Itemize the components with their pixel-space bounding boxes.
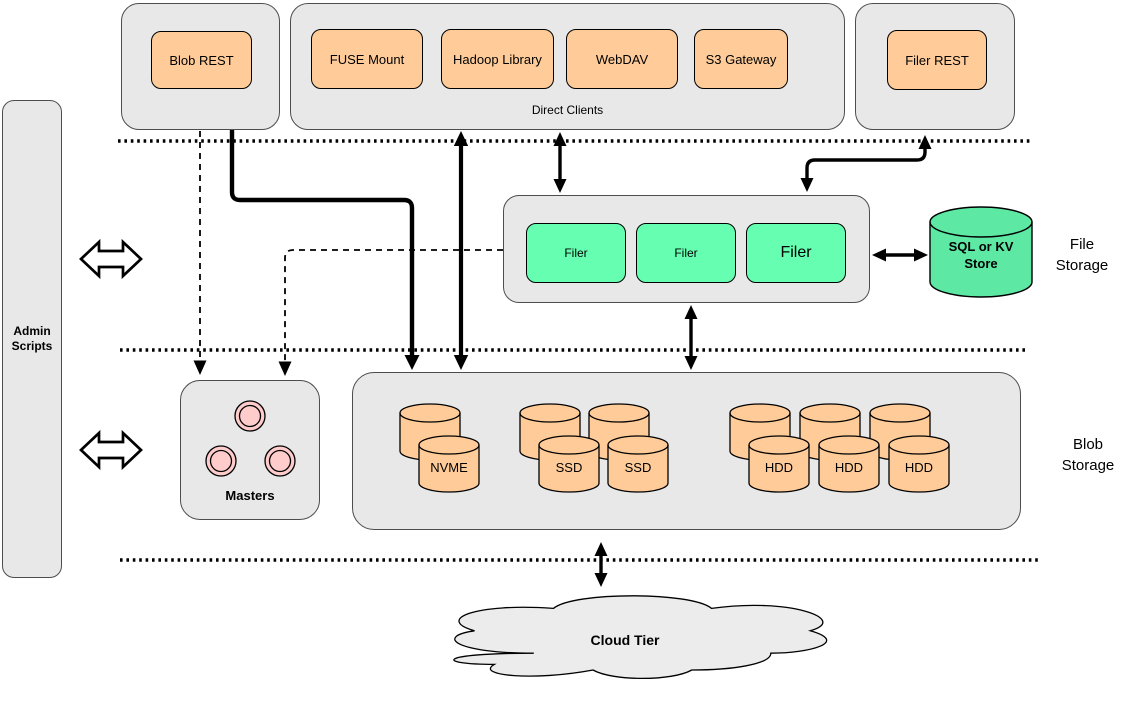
s3-gateway-node: S3 Gateway [694,29,788,89]
hadoop-library-node: Hadoop Library [441,29,554,89]
filer-node-3: Filer [746,223,846,283]
blob-storage-container [352,372,1021,530]
cloud-tier-label: Cloud Tier [590,632,660,648]
arrow-blobrest-masters-dashed [193,131,207,375]
direct-clients-label: Direct Clients [531,103,604,117]
admin-filer-layer-arrow [79,238,143,280]
filer-rest-node: Filer REST [887,30,987,90]
fuse-mount-label: FUSE Mount [329,51,405,67]
arrow-filerrest-filers [800,135,932,192]
filer-rest-container: Filer REST [855,3,1015,130]
hdd-label-3: HDD [904,460,934,475]
masters-label: Masters [225,488,275,503]
direct-clients-container: FUSE Mount Hadoop Library WebDAV S3 Gate… [290,3,845,130]
nvme-label: NVME [430,460,468,475]
fuse-mount-node: FUSE Mount [311,29,423,89]
arrow-directclients-filers [553,132,567,193]
arrow-blobstorage-cloudtier [594,542,608,587]
blob-rest-container: Blob REST [121,3,280,130]
filer-label-1: Filer [564,246,588,260]
hdd-label-2: HDD [834,460,864,475]
blob-rest-label: Blob REST [169,52,234,68]
kvstore-label: SQL or KV Store [948,239,1014,271]
hdd-label-1: HDD [764,460,794,475]
admin-scripts-label: Admin Scripts [11,324,53,353]
filer-rest-label: Filer REST [905,52,969,68]
webdav-node: WebDAV [566,29,678,89]
s3-gateway-label: S3 Gateway [705,51,777,67]
admin-blob-layer-arrow [79,429,143,471]
filer-node-1: Filer [526,223,626,283]
filer-label-2: Filer [674,246,698,260]
filer-node-2: Filer [636,223,736,283]
ssd-label-1: SSD [555,460,583,475]
hadoop-library-label: Hadoop Library [453,51,542,67]
file-storage-section-label: File Storage [1055,236,1109,274]
blob-storage-section-label: Blob Storage [1061,436,1115,474]
filer-group-container: Filer Filer Filer [503,195,870,303]
arrow-blobrest-to-blobstorage [229,130,420,370]
filer-label-3: Filer [780,244,812,261]
blob-rest-node: Blob REST [151,31,252,89]
arrow-directclients-blobstorage [453,131,469,370]
ssd-label-2: SSD [624,460,652,475]
arrow-filers-blobstorage [684,305,698,370]
arrow-filers-kvstore [872,248,928,262]
webdav-label: WebDAV [595,51,649,67]
arrow-filers-masters-dashed [278,249,503,376]
admin-scripts-panel: Admin Scripts [2,100,62,578]
